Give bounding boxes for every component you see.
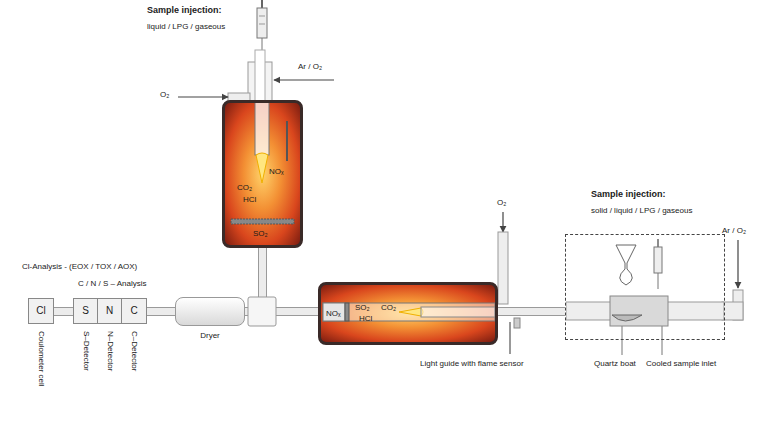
gas-inlet-pipe [498,232,508,304]
furnace-head [228,50,272,102]
part-label: Cooled sample inlet [646,359,716,369]
tube-wall [54,307,73,316]
gas-label: HCl [359,314,372,324]
part-label: O₂ [497,198,506,208]
gas-arrow [178,96,228,97]
gas-label: CO₂ [237,183,252,193]
dryer-label: Dryer [200,331,220,341]
sample-tube [722,302,743,320]
dryer-box: Dryer [175,297,245,326]
gas-label: NOₓ [269,167,284,177]
detector-box: CC–Detector [121,298,147,324]
syringe [657,239,659,247]
detector-letter: S [82,305,89,317]
junction-box [248,297,276,326]
gas-tube [498,311,565,312]
gas-label: CO₂ [381,303,396,313]
flame [256,153,268,183]
detector-name: S–Detector [81,331,91,371]
gas-arrow [502,212,503,232]
frit [345,303,349,321]
detector-name: N–Detector [105,331,115,371]
syringe [654,247,662,273]
leader-line [662,326,663,355]
flame [399,308,423,316]
detector-box: NN–Detector [97,298,122,324]
part-label: C / N / S – Analysis [78,279,146,289]
tube-wall [498,307,565,316]
tube-wall [147,307,175,316]
detector-name: C–Detector [129,331,139,371]
gas-label: SO₂ [253,229,268,239]
detector-letter: N [106,305,113,317]
part-label: Quartz boat [594,359,636,369]
gas-label: NOₓ [326,309,341,319]
detector-name: Coulometer cell [36,331,46,387]
part-label: Cl-Analysis - (EOX / TOX / AOX) [22,262,137,272]
detector-letter: Cl [36,305,45,317]
gas-tube [54,311,73,312]
part-label: Ar / O₂ [722,226,746,236]
frit [231,219,294,224]
sample-funnel [616,245,636,285]
part-label: liquid / LPG / gaseous [147,22,225,32]
drawing-part [257,8,267,38]
part-label: Ar / O₂ [298,62,322,72]
detector-letter: C [130,305,137,317]
cooled-inlet [610,296,668,326]
part-label: Light guide with flame sensor [420,359,524,369]
quartz-tube [323,303,345,321]
injection-heading: Sample injection: [591,189,666,200]
part-label: O₂ [160,90,169,100]
gas-arrow [737,240,738,288]
thermocouple-rod [286,121,288,161]
flame-sensor [514,318,520,328]
drawing-part [259,24,265,25]
combustion-furnace: NOₓCO₂ HClSO₂ [222,100,303,248]
gas-label: HCl [243,195,256,205]
drawing-part [259,16,265,17]
injection-note: solid / liquid / LPG / gaseous [591,206,692,216]
drawing-part [261,0,263,8]
tube-bore [147,308,175,315]
sample-inlet-drawing [566,235,724,339]
combustion-furnace: NOₓ SO₂ CO₂ HCl [318,282,498,345]
furnace-interior [321,285,495,342]
section-heading: Sample injection: [147,5,222,16]
quartz-tube [323,303,495,321]
furnace-interior [225,103,300,245]
syringe [658,273,659,289]
leader-line [622,326,623,355]
sample-inlet-box: Sample injection:solid / liquid / LPG / … [565,234,725,340]
drawing-part [255,50,265,102]
inner-tube [421,307,495,317]
light-guide [509,322,511,354]
detector-box: SS–Detector [73,298,98,324]
tube-bore [498,308,565,315]
gas-tube [147,311,175,312]
quartz-boat [612,315,642,321]
detector-box: ClCoulometer cell [28,298,54,324]
quartz-tube [255,103,269,155]
gas-label: SO₂ [355,303,370,313]
tube-bore [54,308,73,315]
gas-arrow [274,79,334,80]
